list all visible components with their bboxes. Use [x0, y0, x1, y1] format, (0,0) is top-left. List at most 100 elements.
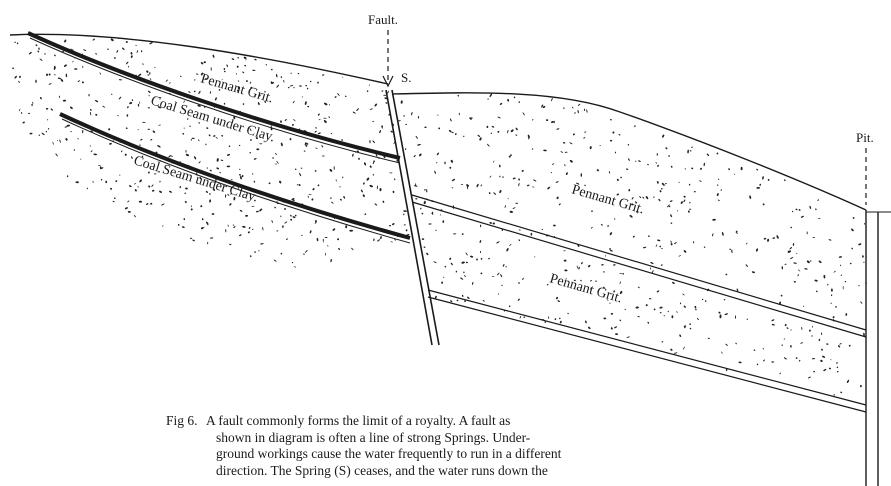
grit-dot — [735, 315, 736, 318]
grit-dot — [793, 243, 795, 246]
grit-dot — [101, 179, 102, 181]
caption-line-4: direction. The Spring (S) ceases, and th… — [166, 463, 756, 480]
grit-dot — [214, 97, 217, 101]
grit-dot — [661, 188, 663, 190]
grit-dot — [127, 106, 129, 109]
grit-dot — [436, 162, 437, 164]
grit-dot — [837, 371, 839, 373]
grit-dot — [507, 198, 509, 199]
grit-dot — [653, 308, 656, 311]
grit-dot — [315, 127, 317, 129]
grit-dot — [311, 198, 314, 201]
grit-dot — [323, 239, 324, 241]
grit-dot — [659, 190, 662, 193]
grit-dot — [577, 110, 579, 114]
grit-dot — [184, 192, 185, 194]
grit-dot — [637, 316, 640, 318]
grit-dot — [639, 196, 642, 199]
grit-dot — [325, 253, 326, 256]
grit-dot — [614, 326, 618, 329]
grit-dot — [38, 134, 40, 136]
grit-dot — [351, 247, 354, 250]
grit-dot — [670, 240, 672, 243]
grit-dot — [300, 167, 302, 169]
grit-dot — [702, 299, 703, 300]
caption-line-1: A fault commonly forms the limit of a ro… — [206, 413, 510, 428]
grit-dot — [165, 79, 168, 82]
grit-dot — [685, 168, 687, 170]
grit-dot — [198, 161, 201, 164]
grit-dot — [830, 359, 831, 360]
grit-dot — [671, 315, 673, 318]
grit-dot — [372, 121, 374, 123]
grit-dot — [809, 206, 811, 210]
grit-dot — [142, 63, 144, 65]
grit-dot — [532, 119, 534, 121]
grit-dot — [655, 162, 657, 164]
grit-dot — [400, 100, 403, 104]
grit-dot — [472, 282, 474, 285]
grit-dot — [340, 199, 343, 201]
grit-dot — [489, 222, 492, 224]
grit-dot — [476, 258, 478, 260]
grit-dot — [141, 50, 143, 52]
grit-dot — [653, 196, 655, 198]
grit-dot — [649, 298, 652, 299]
grit-dot — [262, 227, 263, 231]
grit-dot — [194, 79, 196, 81]
grit-dot — [638, 286, 641, 288]
grit-dot — [213, 135, 216, 137]
grit-dot — [417, 144, 421, 146]
grit-dot — [107, 48, 109, 50]
grit-dot — [284, 119, 287, 121]
grit-dot — [389, 225, 391, 226]
grit-dot — [455, 270, 457, 272]
grit-dot — [601, 264, 604, 266]
grit-dot — [302, 96, 304, 98]
grit-dot — [782, 345, 783, 346]
grit-dot — [403, 210, 407, 212]
grit-dot — [818, 338, 820, 341]
grit-dot — [256, 211, 259, 213]
grit-dot — [756, 168, 758, 170]
grit-dot — [546, 119, 549, 121]
grit-dot — [383, 95, 386, 96]
grit-dot — [265, 64, 267, 66]
grit-dot — [280, 142, 283, 146]
grit-dot — [693, 241, 694, 243]
grit-dot — [572, 106, 574, 108]
grit-dot — [689, 209, 691, 210]
grit-dot — [259, 143, 262, 144]
grit-dot — [862, 255, 864, 258]
grit-dot — [586, 109, 588, 113]
grit-dot — [301, 234, 303, 236]
grit-dot — [729, 248, 731, 250]
pit-label: Pit. — [856, 130, 874, 145]
grit-dot — [559, 317, 561, 319]
grit-dot — [657, 164, 660, 167]
grit-dot — [716, 152, 718, 154]
grit-dot — [131, 156, 133, 159]
grit-dot — [331, 201, 334, 204]
grit-dot — [77, 80, 80, 82]
grit-dot — [436, 152, 439, 155]
grit-dot — [722, 232, 725, 236]
grit-dot — [613, 264, 616, 266]
grit-dot — [307, 106, 309, 108]
grit-dot — [229, 203, 232, 206]
fault-plane — [386, 90, 439, 345]
grit-dot — [507, 130, 509, 134]
grit-dot — [670, 243, 673, 246]
grit-dot — [735, 342, 737, 344]
grit-dot — [339, 186, 340, 187]
grit-dot — [515, 127, 518, 130]
grit-dot — [308, 194, 311, 195]
grit-dot — [492, 222, 495, 224]
grit-dot — [116, 50, 119, 53]
grit-dot — [54, 74, 56, 76]
grit-dot — [499, 165, 501, 168]
grit-dot — [717, 184, 719, 186]
grit-dot — [18, 81, 20, 83]
grit-dot — [162, 225, 164, 227]
grit-dot — [105, 181, 107, 184]
